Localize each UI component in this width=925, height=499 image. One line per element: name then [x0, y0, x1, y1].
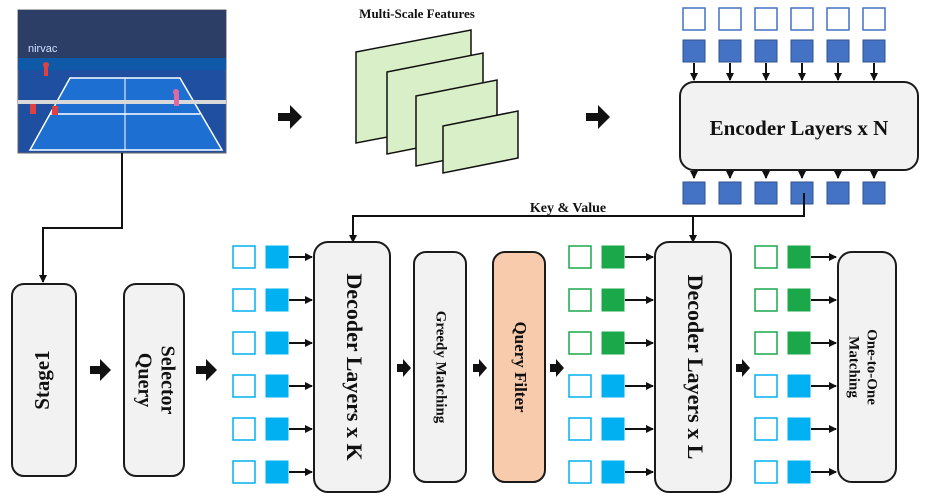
thick-arrow-3: [90, 359, 111, 381]
encoder-box: [679, 81, 919, 171]
encoder-empty-token: [682, 7, 706, 31]
one-to-one-label-1: One-to-One: [864, 329, 880, 405]
query-filled-token: [601, 460, 625, 484]
query-empty-token: [232, 331, 256, 355]
query-empty-token: [754, 288, 778, 312]
one-to-one-label-2: Matching: [846, 336, 862, 398]
decoder-l-box: [654, 241, 732, 493]
encoder-input-token: [754, 39, 778, 63]
stage1-box: [11, 283, 77, 477]
stage1-label: Stage1: [30, 350, 54, 410]
query-empty-token: [754, 417, 778, 441]
thick-arrow-4: [196, 359, 217, 381]
encoder-empty-token: [862, 7, 886, 31]
greedy-matching-label: Greedy Matching: [433, 311, 449, 424]
query-empty-token: [232, 245, 256, 269]
thick-arrow-8: [736, 359, 750, 377]
encoder-output-tokens: [682, 171, 886, 205]
query-filled-token: [787, 245, 811, 269]
query-filled-token: [787, 288, 811, 312]
encoder-output-token: [718, 181, 742, 205]
query-token-group-left: [232, 245, 313, 484]
query-filled-token: [265, 417, 289, 441]
query-filled-token: [265, 245, 289, 269]
thick-arrow-1: [278, 105, 302, 129]
encoder-output-token: [862, 181, 886, 205]
encoder-input-token: [718, 39, 742, 63]
decoder-l-label: Decoder Layers x L: [683, 275, 708, 460]
query-empty-token: [754, 331, 778, 355]
query-empty-token: [232, 417, 256, 441]
query-selector-label-2: Selector: [156, 346, 178, 415]
query-filter-label: Query Filter: [511, 321, 530, 413]
query-empty-token: [232, 374, 256, 398]
query-filled-token: [787, 374, 811, 398]
image-banner-text: nirvac: [28, 43, 58, 55]
query-empty-token: [754, 460, 778, 484]
encoder-input-token: [682, 39, 706, 63]
thick-arrow-6: [473, 359, 487, 377]
encoder-output-token: [826, 181, 850, 205]
decoder-k-label: Decoder Layers x K: [342, 273, 367, 460]
query-token-group-middle: [568, 245, 654, 484]
encoder-input-token: [790, 39, 814, 63]
feature-maps: [355, 29, 519, 174]
thick-arrow-2: [586, 105, 610, 129]
encoder-empty-token: [754, 7, 778, 31]
query-filled-token: [787, 331, 811, 355]
query-empty-token: [754, 374, 778, 398]
one-to-one-box: [837, 251, 897, 483]
query-selector-box: [123, 283, 185, 477]
key-value-label: Key & Value: [530, 201, 606, 216]
encoder-output-token: [682, 181, 706, 205]
thick-arrow-5: [397, 359, 411, 377]
query-selector-label-1: Query: [133, 353, 155, 407]
query-token-group-right: [754, 245, 837, 484]
query-filled-token: [265, 374, 289, 398]
query-empty-token: [232, 460, 256, 484]
query-empty-token: [568, 331, 592, 355]
encoder-empty-token: [826, 7, 850, 31]
query-empty-token: [568, 417, 592, 441]
encoder-input-token: [862, 39, 886, 63]
encoder-label: Encoder Layers x N: [710, 116, 889, 140]
query-filled-token: [787, 460, 811, 484]
query-filled-token: [601, 374, 625, 398]
query-filled-token: [601, 288, 625, 312]
thick-arrow-7: [550, 359, 564, 377]
greedy-matching-box: [413, 251, 467, 483]
encoder-input-tokens: [682, 7, 886, 81]
query-filled-token: [601, 245, 625, 269]
query-empty-token: [568, 460, 592, 484]
decoder-k-box: [313, 241, 391, 493]
encoder-empty-token: [718, 7, 742, 31]
input-image: nirvac: [17, 9, 227, 154]
encoder-input-token: [826, 39, 850, 63]
query-filled-token: [265, 331, 289, 355]
query-empty-token: [232, 288, 256, 312]
encoder-empty-token: [790, 7, 814, 31]
encoder-output-token: [790, 181, 814, 205]
query-filled-token: [787, 417, 811, 441]
image-to-stage1-line: [39, 153, 123, 283]
key-value-line: [349, 193, 805, 243]
query-filled-token: [265, 288, 289, 312]
query-filled-token: [601, 417, 625, 441]
query-empty-token: [754, 245, 778, 269]
encoder-output-token: [754, 181, 778, 205]
query-filled-token: [601, 331, 625, 355]
multi-scale-features-label: Multi-Scale Features: [359, 6, 475, 21]
query-filter-box: [492, 251, 546, 483]
query-empty-token: [568, 288, 592, 312]
query-filled-token: [265, 460, 289, 484]
query-empty-token: [568, 245, 592, 269]
query-empty-token: [568, 374, 592, 398]
